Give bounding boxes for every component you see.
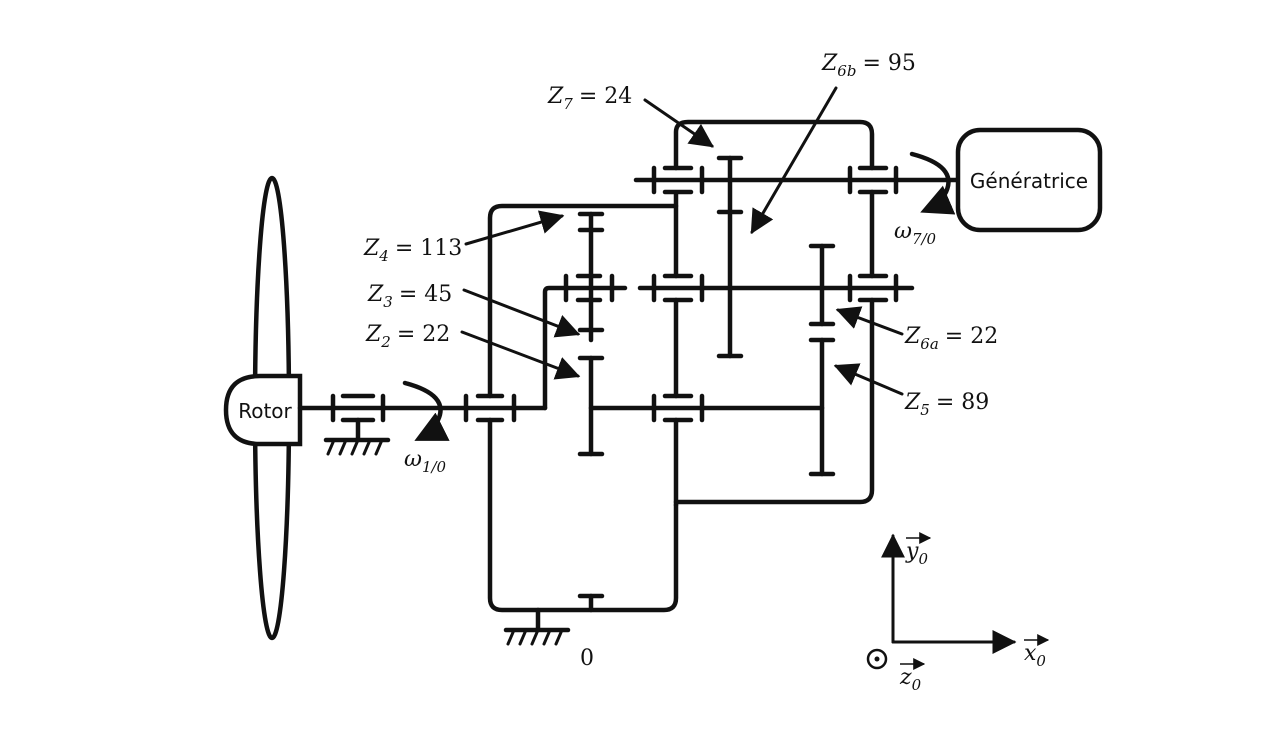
label-z5: Z5= 89 [904, 390, 989, 419]
axis-z-symbol [866, 648, 888, 670]
planet-carrier-1 [542, 285, 628, 411]
label-z6b: Z6b= 95 [821, 51, 916, 80]
label-z7: Z7= 24 [547, 84, 632, 113]
rotor-hub [223, 373, 303, 447]
bearing-mid-left [651, 273, 705, 303]
housing-frame-0 [487, 417, 679, 613]
leader-z4 [464, 210, 565, 246]
ground-symbol-input [323, 437, 391, 456]
label-z6a: Z6a= 22 [904, 324, 998, 353]
generator-box [955, 127, 1103, 233]
label-z2: Z2= 22 [365, 322, 450, 351]
rotation-arrow-omega-7-0 [909, 151, 956, 215]
axis-z-label: z0 [899, 665, 922, 694]
leader-z7 [643, 98, 714, 148]
ground-symbol-frame [503, 627, 571, 646]
axis-x-label: x0 [1024, 641, 1046, 670]
rotation-arrow-omega-1-0 [402, 380, 450, 441]
input-bearing [330, 393, 386, 443]
leader-z3 [462, 288, 581, 338]
rotor-label: Rotor [238, 399, 292, 423]
housing-frame-upper [487, 203, 679, 399]
frame-lower-right [673, 297, 875, 505]
label-z3: Z3= 45 [367, 282, 452, 311]
generator-label: Génératrice [970, 169, 1088, 193]
label-omega-7-0: ω7/0 [894, 219, 937, 248]
frame-label: 0 [580, 646, 594, 671]
leader-z6b [750, 86, 838, 235]
leader-z2 [460, 330, 581, 380]
leader-z6a [835, 306, 904, 336]
label-omega-1-0: ω1/0 [404, 447, 447, 476]
bearing-out-left [651, 165, 705, 195]
frame-top-loop [673, 119, 875, 171]
label-z4: Z4= 113 [363, 236, 462, 265]
axis-y-label: y0 [905, 539, 928, 568]
leader-z5 [833, 363, 904, 396]
bearing-out-right [847, 165, 899, 195]
